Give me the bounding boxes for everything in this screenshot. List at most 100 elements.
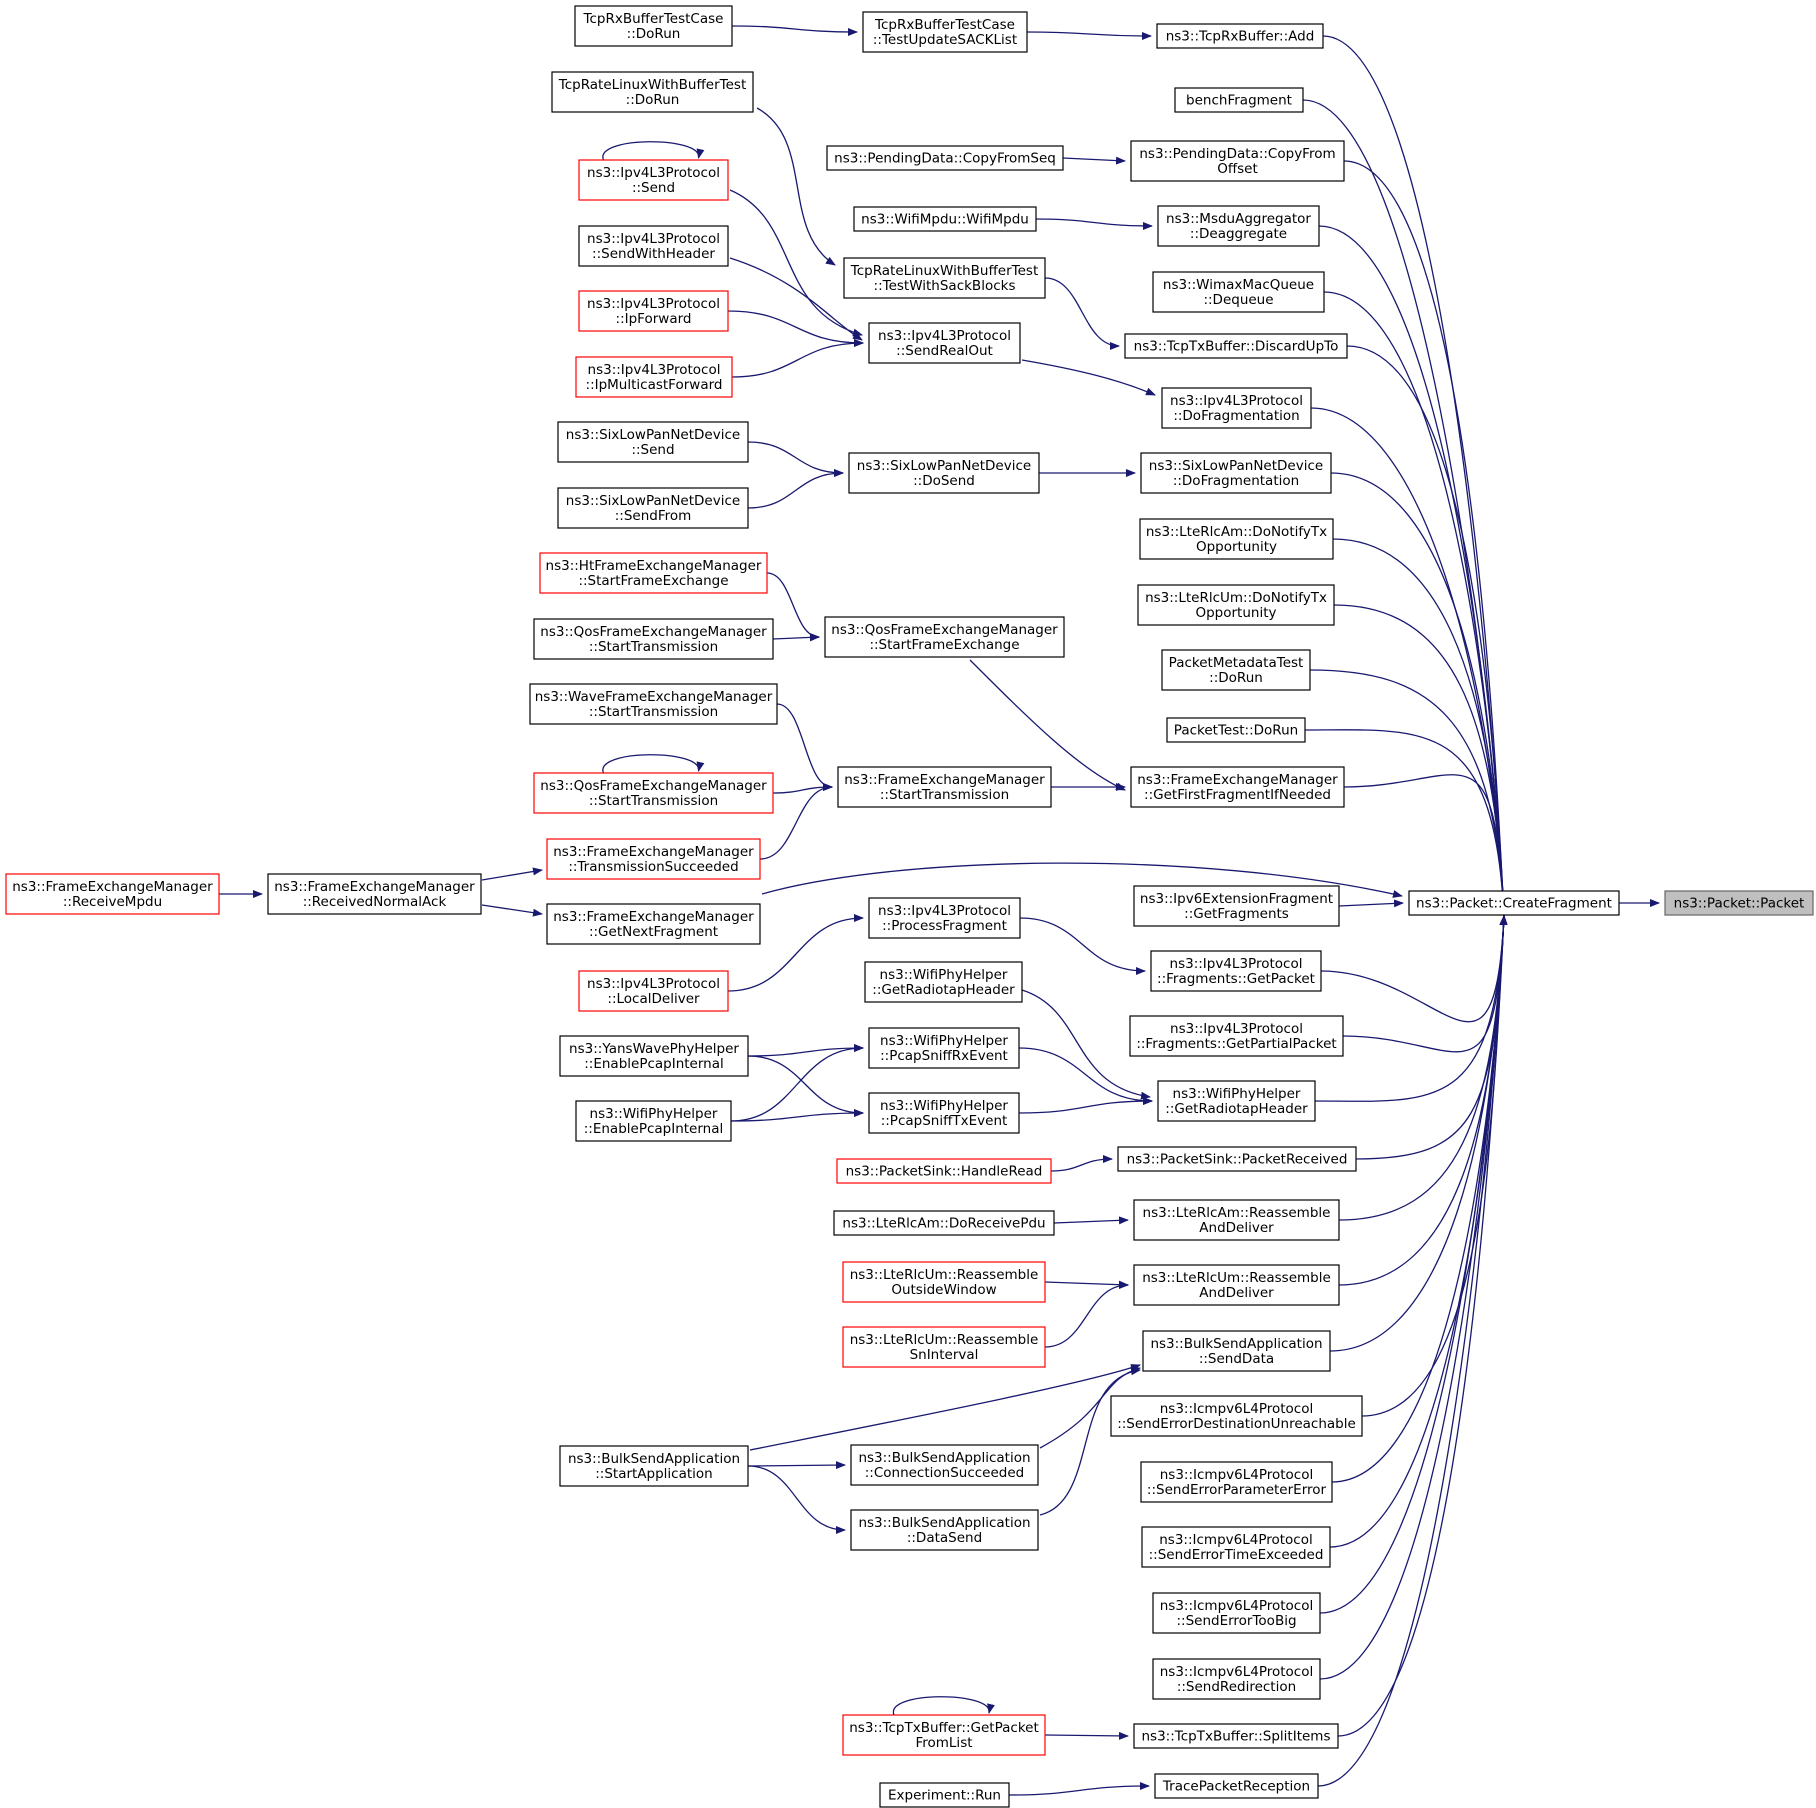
node-htStartFE[interactable]: ns3::HtFrameExchangeManager::StartFrameE… [539, 552, 768, 594]
node-qosStartFE[interactable]: ns3::QosFrameExchangeManager::StartFrame… [824, 616, 1065, 658]
node-label-line: ::StartTransmission [589, 793, 718, 809]
node-box [833, 1210, 1055, 1236]
node-ipv4McastFwd[interactable]: ns3::Ipv4L3Protocol::IpMulticastForward [575, 356, 733, 398]
node-label-line: ::Fragments::GetPartialPacket [1136, 1036, 1336, 1052]
node-createFragment[interactable]: ns3::Packet::CreateFragment [1408, 890, 1620, 916]
node-icmpTooBig[interactable]: ns3::Icmpv6L4Protocol::SendErrorTooBig [1152, 1592, 1321, 1634]
node-label-line: ns3::PendingData::CopyFrom [1139, 146, 1335, 162]
node-label-line: ::DoRun [1209, 670, 1263, 686]
node-box [1166, 717, 1306, 743]
node-box [1130, 140, 1345, 182]
node-tcpRateDoRun[interactable]: TcpRateLinuxWithBufferTest::DoRun [551, 71, 754, 113]
node-icmpRedirect[interactable]: ns3::Icmpv6L4Protocol::SendRedirection [1152, 1658, 1321, 1700]
node-icmpDestUnreach[interactable]: ns3::Icmpv6L4Protocol::SendErrorDestinat… [1110, 1395, 1363, 1437]
edge-qosStartTx2-to-qosStartTx2 [602, 754, 705, 774]
edge-testUpdateSack-to-rxAdd [1026, 31, 1152, 40]
node-box [1117, 1146, 1357, 1172]
node-pktReceived[interactable]: ns3::PacketSink::PacketReceived [1117, 1146, 1357, 1172]
node-sixDoSend[interactable]: ns3::SixLowPanNetDevice::DoSend [848, 452, 1040, 494]
node-sixSendFrom[interactable]: ns3::SixLowPanNetDevice::SendFrom [557, 487, 749, 529]
node-getFirstFrag[interactable]: ns3::FrameExchangeManager::GetFirstFragm… [1130, 766, 1345, 808]
node-rlcAmRecvPdu[interactable]: ns3::LteRlcAm::DoReceivePdu [833, 1210, 1055, 1236]
node-qosStartTx1[interactable]: ns3::QosFrameExchangeManager::StartTrans… [533, 618, 774, 660]
node-pktMetaTest[interactable]: PacketMetadataTest::DoRun [1161, 649, 1311, 691]
node-sniffTx[interactable]: ns3::WifiPhyHelper::PcapSniffTxEvent [868, 1092, 1020, 1134]
node-label-line: ns3::BulkSendApplication [1150, 1336, 1322, 1352]
node-testUpdateSack[interactable]: TcpRxBufferTestCase::TestUpdateSACKList [862, 11, 1028, 53]
node-bulkSendData[interactable]: ns3::BulkSendApplication::SendData [1142, 1330, 1331, 1372]
node-femStartTx[interactable]: ns3::FrameExchangeManager::StartTransmis… [837, 766, 1052, 808]
node-benchFragment[interactable]: benchFragment [1174, 87, 1304, 113]
node-wifiEnablePcap[interactable]: ns3::WifiPhyHelper::EnablePcapInternal [575, 1100, 732, 1142]
edge-qosStartTx2-to-femStartTx [772, 783, 833, 794]
node-processFrag[interactable]: ns3::Ipv4L3Protocol::ProcessFragment [868, 897, 1021, 939]
node-discardUpTo[interactable]: ns3::TcpTxBuffer::DiscardUpTo [1124, 333, 1348, 359]
node-label-line: ns3::Ipv4L3Protocol [878, 903, 1011, 919]
node-wimaxDequeue[interactable]: ns3::WimaxMacQueue::Dequeue [1152, 271, 1325, 313]
node-handleRead[interactable]: ns3::PacketSink::HandleRead [836, 1158, 1052, 1184]
node-label-line: ::PcapSniffRxEvent [880, 1048, 1008, 1064]
node-tcpRxTestDoRun[interactable]: TcpRxBufferTestCase::DoRun [574, 5, 733, 47]
node-sendRealOut[interactable]: ns3::Ipv4L3Protocol::SendRealOut [868, 322, 1021, 364]
node-box [826, 145, 1064, 171]
node-dataSend[interactable]: ns3::BulkSendApplication::DataSend [850, 1509, 1039, 1551]
node-sixDoFrag[interactable]: ns3::SixLowPanNetDevice::DoFragmentation [1140, 452, 1332, 494]
node-fragGetPartial[interactable]: ns3::Ipv4L3Protocol::Fragments::GetParti… [1129, 1015, 1344, 1057]
edge-bulkSendData-to-createFragment [1329, 915, 1508, 1352]
edge-rlcUmNotify-to-createFragment [1333, 604, 1508, 917]
node-ipv6GetFrags[interactable]: ns3::Ipv6ExtensionFragment::GetFragments [1133, 885, 1340, 927]
node-label-line: ns3::Ipv4L3Protocol [588, 362, 721, 378]
node-copyFromSeq[interactable]: ns3::PendingData::CopyFromSeq [826, 145, 1064, 171]
edge-sixSend-to-sixDoSend [747, 441, 844, 477]
node-localDeliver[interactable]: ns3::Ipv4L3Protocol::LocalDeliver [578, 970, 729, 1012]
node-startApp[interactable]: ns3::BulkSendApplication::StartApplicati… [559, 1445, 749, 1487]
node-deaggregate[interactable]: ns3::MsduAggregator::Deaggregate [1157, 205, 1320, 247]
edge-sniffTx-to-getRadiotapR [1018, 1097, 1153, 1114]
node-expRun[interactable]: Experiment::Run [879, 1782, 1010, 1808]
node-qosStartTx2[interactable]: ns3::QosFrameExchangeManager::StartTrans… [533, 772, 774, 814]
node-ipv4IpFwd[interactable]: ns3::Ipv4L3Protocol::IpForward [578, 290, 729, 332]
node-ipv4SendHdr[interactable]: ns3::Ipv4L3Protocol::SendWithHeader [578, 225, 729, 267]
node-label-line: ns3::TcpTxBuffer::DiscardUpTo [1134, 339, 1339, 355]
node-label-line: ns3::Ipv4L3Protocol [1170, 393, 1303, 409]
node-box [557, 487, 749, 529]
node-label-line: ns3::QosFrameExchangeManager [831, 622, 1058, 638]
node-box [1142, 1330, 1331, 1372]
node-recvNormalAck[interactable]: ns3::FrameExchangeManager::ReceivedNorma… [267, 873, 482, 915]
node-label-line: ns3::PendingData::CopyFromSeq [834, 151, 1056, 167]
node-waveStartTx[interactable]: ns3::WaveFrameExchangeManager::StartTran… [529, 683, 778, 725]
node-yansEnablePcap[interactable]: ns3::YansWavePhyHelper::EnablePcapIntern… [559, 1035, 749, 1077]
node-sixSend[interactable]: ns3::SixLowPanNetDevice::Send [557, 421, 749, 463]
node-icmpParamErr[interactable]: ns3::Icmpv6L4Protocol::SendErrorParamete… [1140, 1461, 1333, 1503]
node-pktTest[interactable]: PacketTest::DoRun [1166, 717, 1306, 743]
node-receiveMpdu[interactable]: ns3::FrameExchangeManager::ReceiveMpdu [5, 873, 220, 915]
node-connSucceeded[interactable]: ns3::BulkSendApplication::ConnectionSucc… [850, 1444, 1039, 1486]
node-label-line: ns3::WifiPhyHelper [1173, 1086, 1301, 1102]
node-getRadiotapR[interactable]: ns3::WifiPhyHelper::GetRadiotapHeader [1157, 1080, 1316, 1122]
node-traceReception[interactable]: TracePacketReception [1154, 1773, 1319, 1799]
node-splitItems[interactable]: ns3::TcpTxBuffer::SplitItems [1133, 1723, 1339, 1749]
node-label-line: ns3::WifiPhyHelper [880, 1098, 1008, 1114]
node-txSucceeded[interactable]: ns3::FrameExchangeManager::TransmissionS… [546, 838, 761, 880]
node-label-line: ::StartTransmission [880, 787, 1009, 803]
node-fragGetPacket[interactable]: ns3::Ipv4L3Protocol::Fragments::GetPacke… [1150, 950, 1322, 992]
node-ipv4DoFrag[interactable]: ns3::Ipv4L3Protocol::DoFragmentation [1161, 387, 1312, 429]
node-wifiMpdu[interactable]: ns3::WifiMpdu::WifiMpdu [853, 206, 1037, 232]
node-testWithSack[interactable]: TcpRateLinuxWithBufferTest::TestWithSack… [843, 257, 1046, 299]
node-getRadiotapL[interactable]: ns3::WifiPhyHelper::GetRadiotapHeader [864, 961, 1023, 1003]
node-getNextFrag[interactable]: ns3::FrameExchangeManager::GetNextFragme… [546, 903, 761, 945]
node-ipv4Send[interactable]: ns3::Ipv4L3Protocol::Send [578, 159, 729, 201]
node-icmpTimeExc[interactable]: ns3::Icmpv6L4Protocol::SendErrorTimeExce… [1141, 1526, 1331, 1568]
node-rxAdd[interactable]: ns3::TcpRxBuffer::Add [1156, 23, 1324, 49]
node-box [575, 1100, 732, 1142]
node-label-line: ns3::LteRlcUm::Reassemble [1142, 1270, 1331, 1286]
node-sniffRx[interactable]: ns3::WifiPhyHelper::PcapSniffRxEvent [868, 1027, 1020, 1069]
